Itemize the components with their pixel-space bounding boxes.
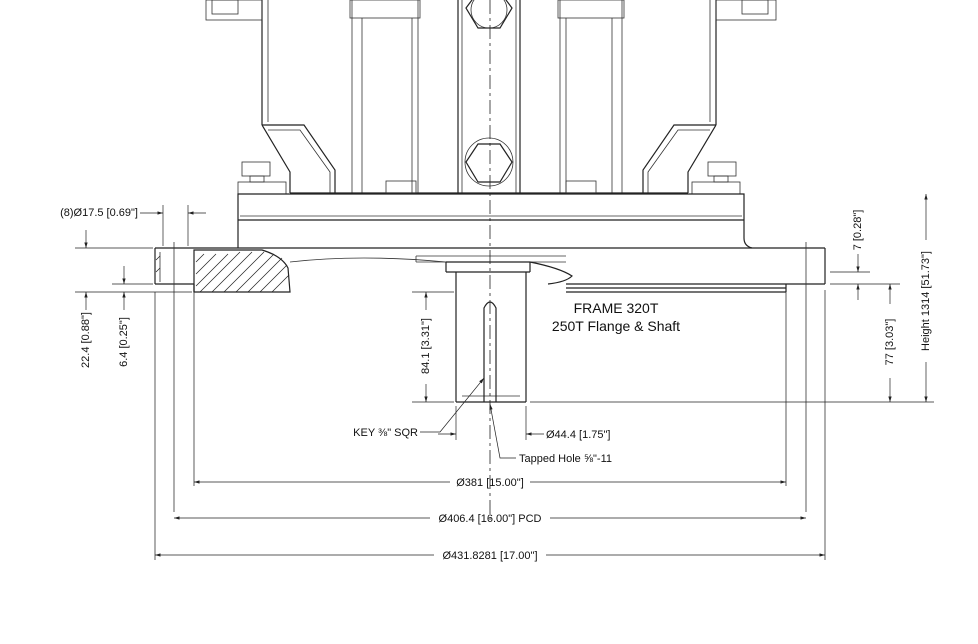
height-dimension: Height 1314 [51.73"] [920,251,932,351]
motor-frame [205,0,777,195]
shaft-diameter-dimension: Ø44.4 [1.75"] [546,429,610,441]
gap-dimension: 7 [0.28"] [852,210,864,251]
section-hatch [195,251,290,293]
flange-thickness-dimension: 22.4 [0.88"] [80,312,92,368]
shaft-length-dimension: 84.1 [3.31"] [420,318,432,374]
spigot-diameter-dimension: Ø381 [15.00"] [456,477,524,489]
key-dimension: KEY ⅜" SQR [353,427,418,439]
pcd-dimension: Ø406.4 [16.00"] PCD [439,513,542,525]
shaft-to-face-dimension: 77 [3.03"] [884,319,896,366]
frame-label: FRAME 320T [574,300,659,316]
spigot-depth-dimension: 6.4 [0.25"] [118,317,130,367]
flange-assembly [154,193,826,560]
dimension-lines [75,194,934,557]
tapped-hole-dimension: Tapped Hole ⅝"-11 [519,453,612,465]
outer-diameter-dimension: Ø431.8281 [17.00"] [442,550,537,562]
holes-dimension: (8)Ø17.5 [0.69"] [60,207,138,219]
shaft [445,261,531,403]
flange-label: 250T Flange & Shaft [552,318,680,334]
